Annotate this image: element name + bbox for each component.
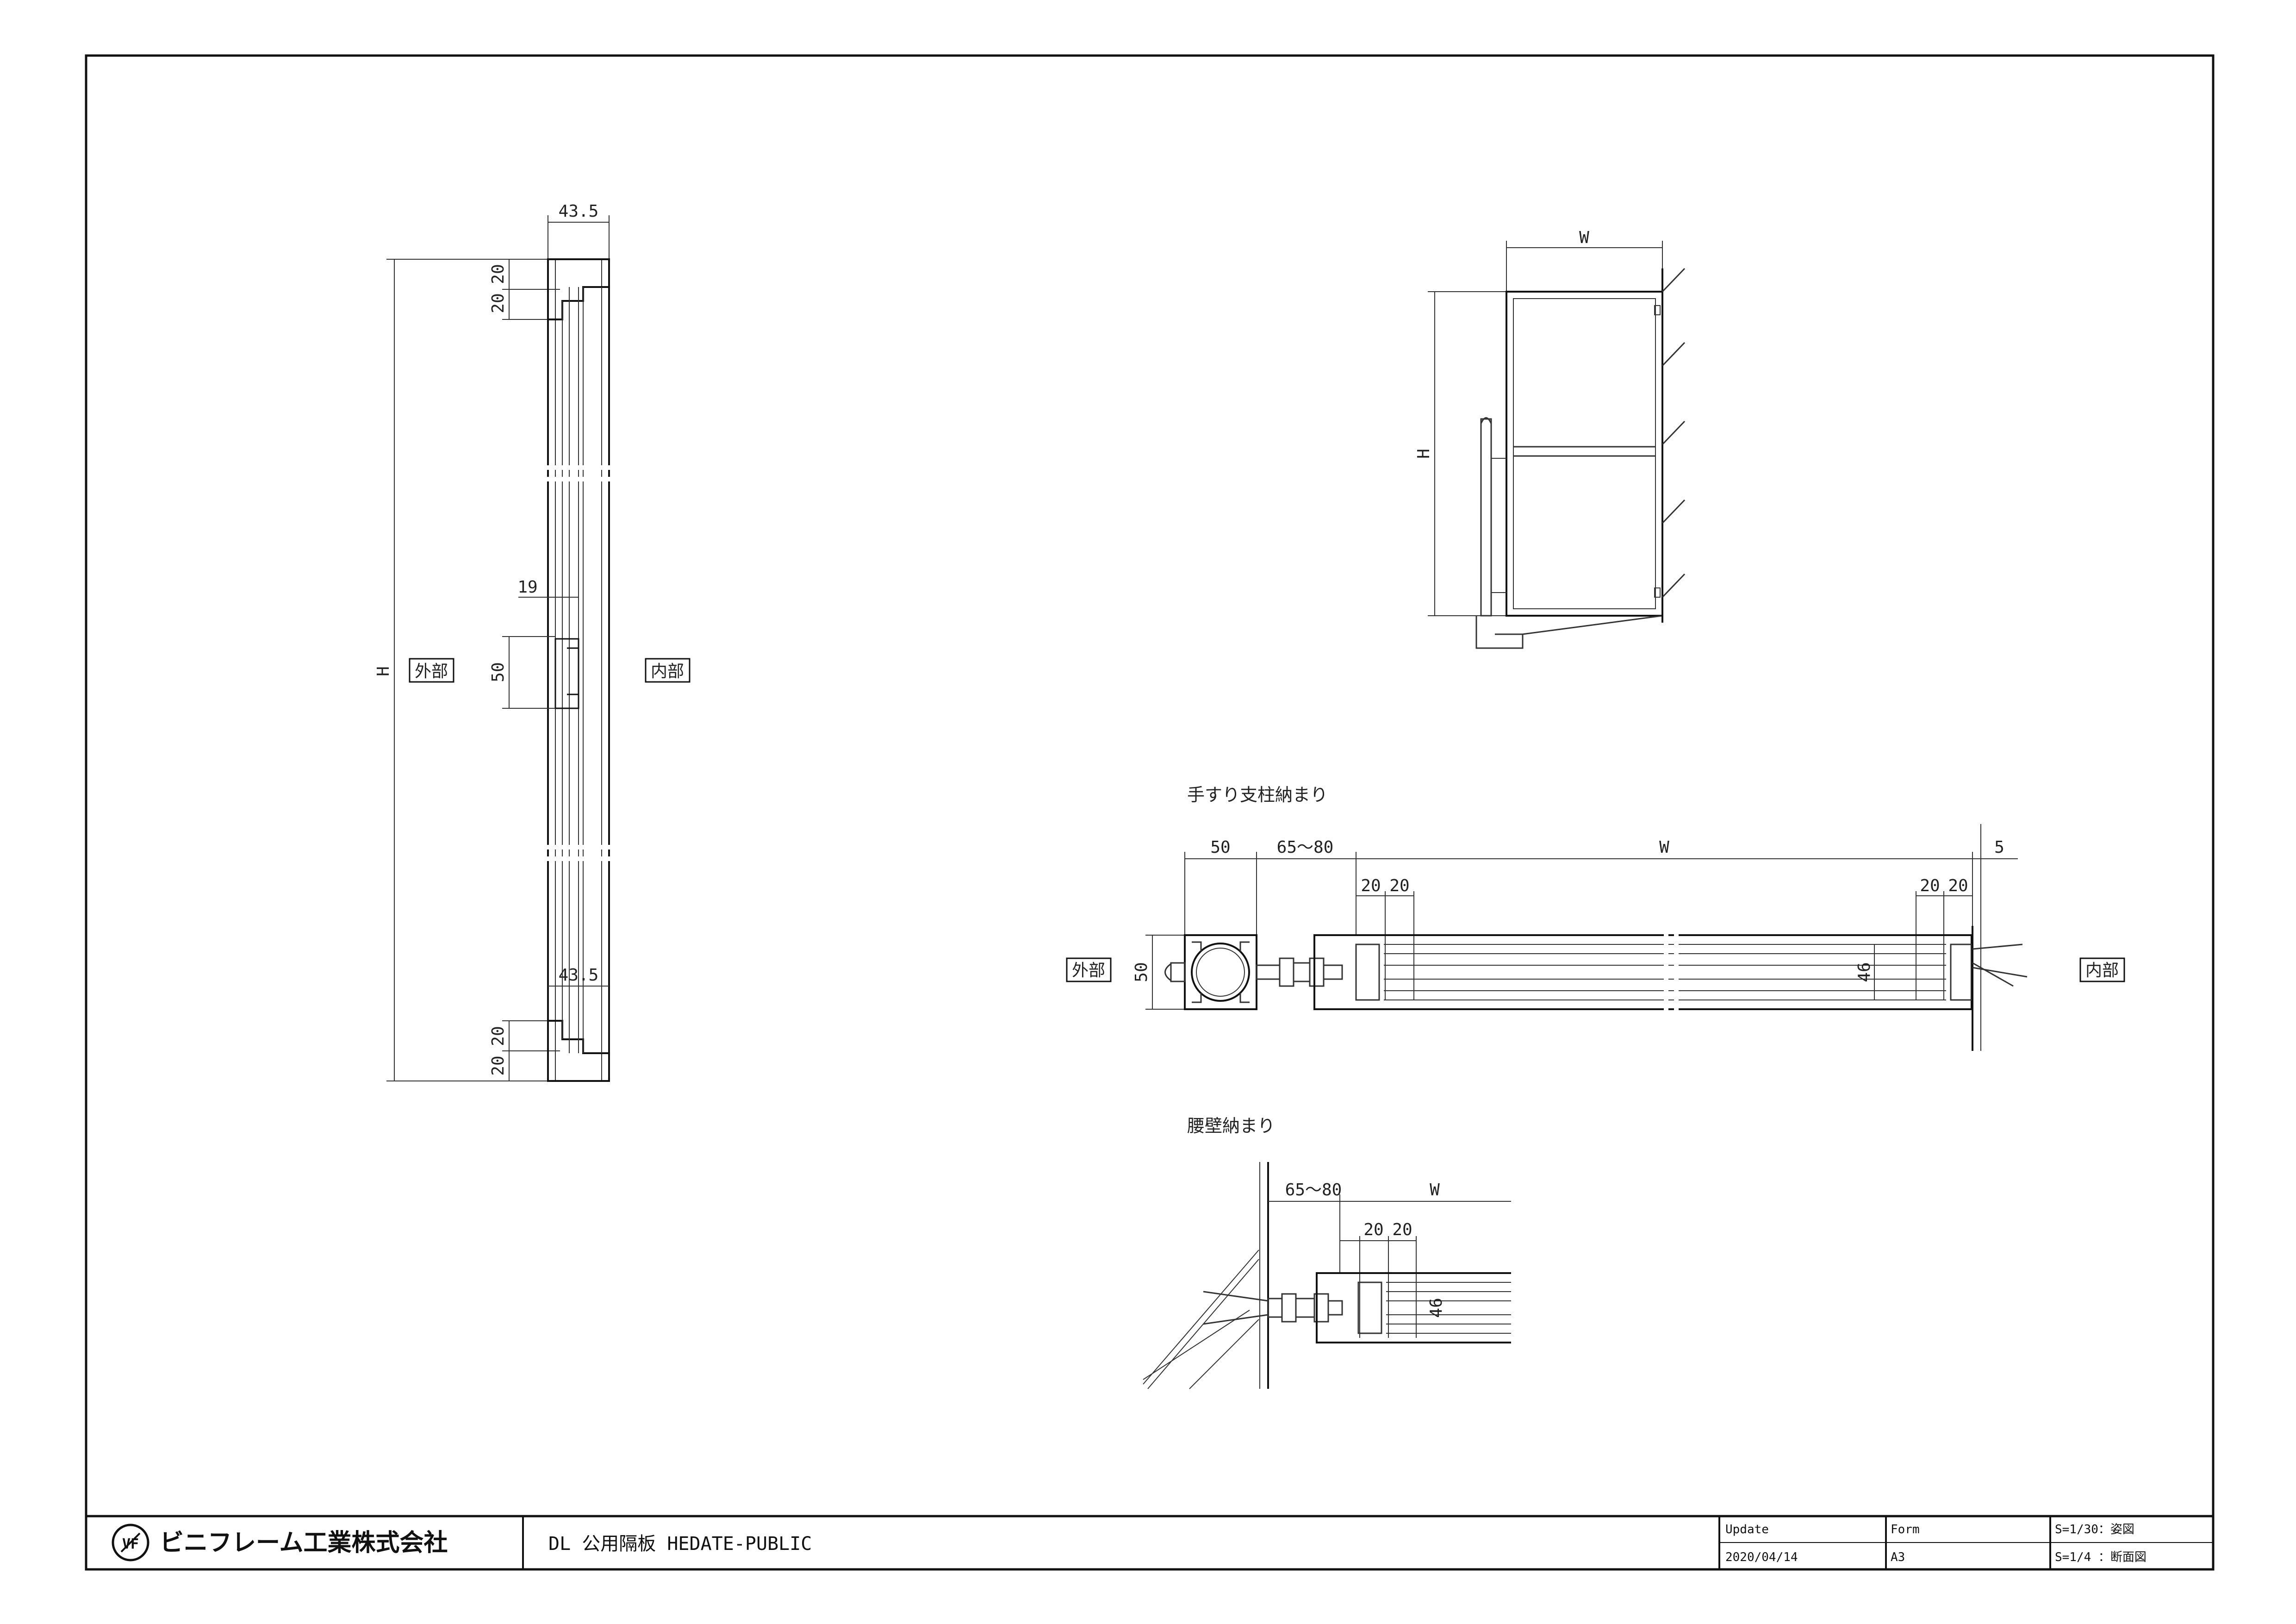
- dim-46-wall: 46: [1427, 1298, 1446, 1318]
- handrail-detail: [1066, 824, 2125, 1051]
- section-view: [386, 215, 691, 1082]
- dim-top-width: 43.5: [559, 202, 599, 221]
- dim-post-50: 50: [1210, 838, 1230, 857]
- company-name: ビニフレーム工業株式会社: [160, 1529, 448, 1557]
- dim-bottom-width: 43.5: [559, 966, 599, 985]
- dim-50: 50: [489, 662, 508, 682]
- update-label: Update: [1725, 1523, 1769, 1537]
- dim-left-20b: 20: [1389, 876, 1409, 895]
- label-outside-handrail: 外部: [1072, 961, 1105, 980]
- label-inside-handrail: 内部: [2085, 961, 2119, 980]
- label-inside-section: 内部: [651, 662, 684, 681]
- dim-46-handrail: 46: [1855, 962, 1874, 982]
- dim-bottom-20b: 20: [489, 1056, 508, 1075]
- logo-mark-text: VF: [122, 1536, 139, 1552]
- company-logo: [112, 1524, 149, 1562]
- dim-5: 5: [1994, 838, 2004, 857]
- scale-elevation: S=1/30：姿図: [2055, 1523, 2134, 1537]
- dim-top-20b: 20: [489, 264, 508, 284]
- scale-section: S=1/4 ：断面図: [2055, 1550, 2147, 1564]
- wall-detail: [1143, 1162, 1511, 1389]
- dim-wall-20b: 20: [1392, 1220, 1412, 1239]
- dim-height-elevation: H: [1414, 449, 1433, 459]
- dim-right-20b: 20: [1948, 876, 1968, 895]
- update-value: 2020/04/14: [1725, 1550, 1798, 1564]
- dim-width-wall: W: [1430, 1181, 1440, 1199]
- form-value: A3: [1891, 1550, 1905, 1564]
- dim-width-elevation: W: [1579, 228, 1589, 247]
- dim-wall-20a: 20: [1363, 1220, 1383, 1239]
- form-label: Form: [1891, 1523, 1920, 1537]
- label-outside-section: 外部: [415, 662, 448, 681]
- dim-top-20a: 20: [489, 293, 508, 313]
- handrail-detail-title: 手すり支柱納まり: [1187, 785, 1328, 805]
- elevation-view: [1428, 241, 1686, 649]
- dim-bottom-20a: 20: [489, 1026, 508, 1046]
- dim-gap-wall: 65〜80: [1285, 1181, 1342, 1199]
- product-name: DL 公用隔板 HEDATE-PUBLIC: [548, 1533, 812, 1555]
- dim-gap-handrail: 65〜80: [1277, 838, 1334, 857]
- dim-height-section: H: [374, 666, 393, 676]
- wall-detail-title: 腰壁納まり: [1187, 1116, 1275, 1136]
- dim-side-50: 50: [1132, 962, 1151, 982]
- dim-right-20a: 20: [1920, 876, 1940, 895]
- dim-width-handrail: W: [1659, 838, 1669, 857]
- dim-left-20a: 20: [1361, 876, 1381, 895]
- dim-19: 19: [517, 578, 537, 597]
- sheet-border: [85, 54, 2215, 1571]
- title-block: [86, 1515, 2213, 1569]
